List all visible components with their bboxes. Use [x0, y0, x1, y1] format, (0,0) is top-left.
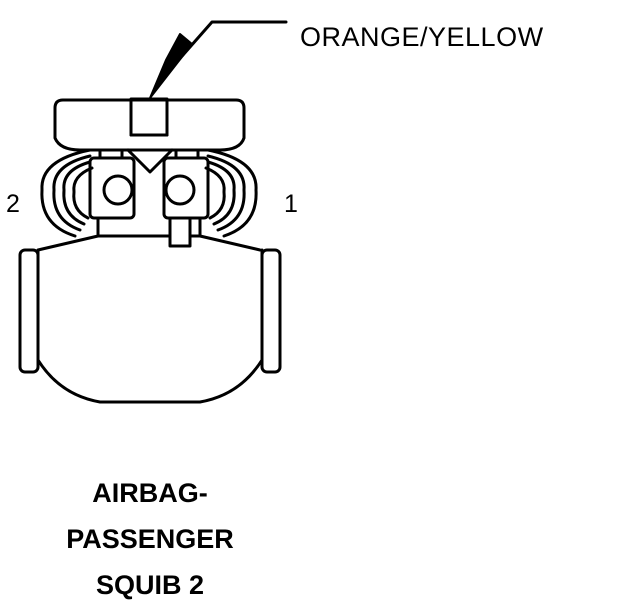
left-grip — [18, 248, 40, 374]
left-ridged-ear — [40, 148, 94, 238]
connector-title: AIRBAG- PASSENGER SQUIB 2 — [30, 470, 270, 608]
pin-1-cavity — [162, 148, 210, 220]
right-grip — [260, 248, 282, 374]
pin-2-cavity — [88, 148, 136, 220]
wire-color-label: ORANGE/YELLOW — [300, 22, 544, 52]
center-notch — [126, 148, 174, 174]
title-line-1: AIRBAG- — [92, 478, 208, 508]
title-line-3: SQUIB 2 — [95, 570, 205, 600]
pin-1-label: 1 — [284, 190, 298, 218]
orange-yellow-terminal — [129, 97, 169, 137]
title-line-2: PASSENGER — [66, 524, 234, 554]
center-key-tab — [168, 216, 192, 248]
callout-arrowhead — [149, 33, 193, 99]
right-ridged-ear — [204, 148, 258, 238]
pin-2-label: 2 — [6, 190, 20, 218]
connector-cap — [53, 98, 246, 152]
connector-body — [36, 216, 264, 404]
